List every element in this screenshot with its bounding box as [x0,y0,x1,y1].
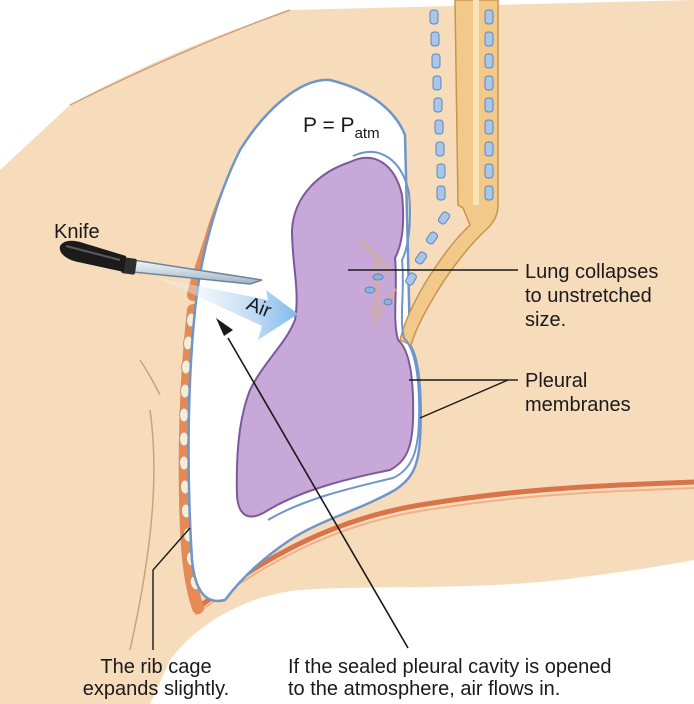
cavity-pointer-arrowhead [216,318,233,336]
arm-contour [129,409,155,651]
pressure-prefix: P = P [303,114,355,137]
air-arrow-icon [158,278,298,340]
cavity-caption: If the sealed pleural cavity is opened t… [288,656,688,700]
pleural-label-line2: membranes [525,394,631,416]
diaphragm [193,479,694,612]
rib-leader-line [152,527,191,650]
knife-icon [59,240,263,285]
knife-label: Knife [54,221,100,243]
rib-caption-line1: The rib cage [100,656,212,678]
pressure-label: P = Patm [303,114,380,142]
lung-label-line3: size. [525,309,566,331]
pleural-leader-line-2 [419,379,509,419]
tracheal-cartilage [405,9,494,286]
cavity-pointer-line [227,337,409,649]
rib-cage-caption: The rib cage expands slightly. [56,656,256,700]
pleural-label-line1: Pleural [525,370,587,392]
pressure-subscript: atm [355,125,380,142]
visceral-pleura [267,151,421,521]
cavity-caption-line1: If the sealed pleural cavity is opened [288,656,612,678]
arm-crease [139,359,161,396]
lung-label-line1: Lung collapses [525,261,658,283]
cavity-caption-line2: to the atmosphere, air flows in. [288,678,561,700]
lung-vessels [364,273,393,306]
lung-label-line2: to unstretched [525,285,652,307]
diaphragm-inner [194,487,694,616]
rib-caption-line2: expands slightly. [82,678,230,700]
shoulder-line [69,9,291,106]
